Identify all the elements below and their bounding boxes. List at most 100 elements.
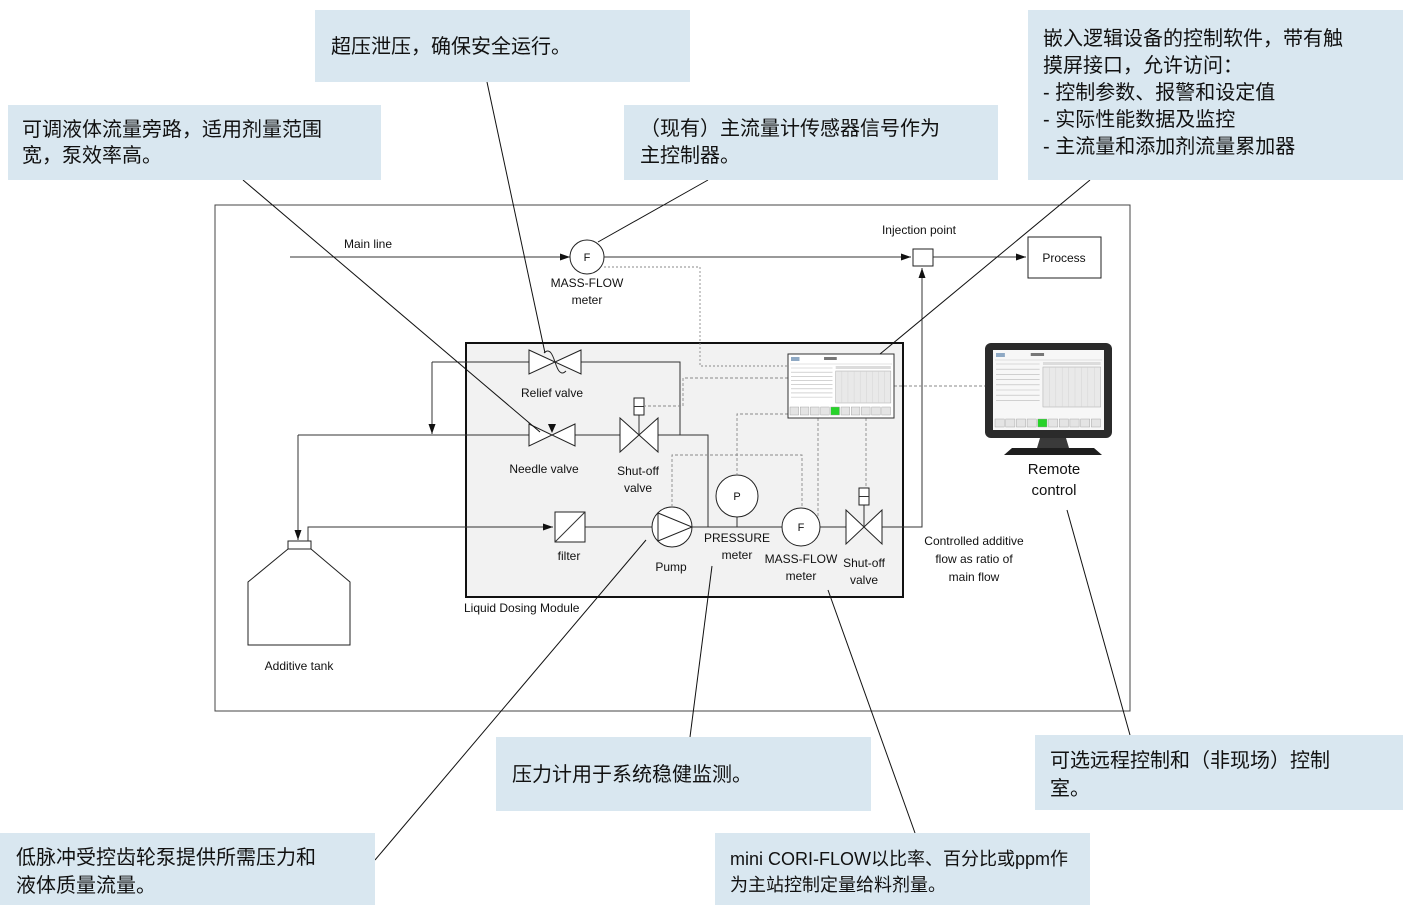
controller-screen-softkey-button [789, 406, 799, 416]
controller-screen-logo [791, 357, 800, 361]
additive-tank-neck [287, 540, 312, 550]
process-box [1027, 236, 1102, 279]
liquid-dosing-module-label: Liquid Dosing Module [464, 601, 580, 615]
pump-to-meter-signal [671, 454, 803, 508]
relief-valve-spring-icon [543, 350, 567, 374]
controller-screen-chart-title-bar [835, 366, 891, 369]
controller-screen-softkey-button [840, 406, 850, 416]
callout-line: 室。 [1050, 778, 1090, 800]
main-line-label: Main line [344, 237, 392, 251]
callout-pump: 低脉冲受控齿轮泵提供所需压力和 液体质量流量。 [0, 833, 375, 905]
remote-screen-chart-title-bar [1042, 362, 1101, 365]
additive-tank-label: Additive tank [265, 659, 335, 673]
remote-control-label: control [1031, 482, 1076, 499]
controller-touchscreen-details [789, 357, 892, 416]
shutoff-valve-1-label: valve [624, 481, 652, 495]
remote-screen-softkey-button [1058, 418, 1069, 428]
leader-relief-valve [486, 81, 546, 354]
remote-screen-softkey-button [1016, 418, 1026, 428]
process-label: Process [1042, 251, 1085, 265]
shutoff-valve-1-label: Shut-off [617, 464, 659, 478]
shutoff-valve-2-label: Shut-off [843, 556, 885, 570]
leader-main-meter [597, 179, 709, 243]
callout-list-item: - 主流量和添加剂流量累加器 [1043, 136, 1296, 158]
callout-line: 嵌入逻辑设备的控制软件，带有触 [1043, 28, 1343, 50]
remote-monitor-neck [1037, 438, 1069, 448]
callout-line: 可选远程控制和（非现场）控制 [1050, 750, 1330, 772]
callout-line: 宽，泵效率高。 [22, 145, 162, 167]
relief-bypass-pipe [432, 361, 681, 435]
leader-pressure-meter [689, 565, 713, 738]
callout-list-item: - 控制参数、报警和设定值 [1043, 82, 1276, 104]
controller-screen-softkey-button [871, 406, 881, 416]
main-mass-flow-meter-label: MASS-FLOW [551, 276, 624, 290]
module-mass-flow-meter-label: MASS-FLOW [765, 552, 838, 566]
controller-screen-softkey-button [820, 406, 830, 416]
remote-screen-title-text [1030, 353, 1045, 356]
callout-mass-flow-meter: mini CORI-FLOW以比率、百分比或ppm作 为主站控制定量给料剂量。 [715, 833, 1090, 905]
controller-to-shutoff-1-signal [644, 377, 788, 407]
callout-pressure-meter: 压力计用于系统稳健监测。 [496, 737, 871, 811]
remote-screen-softkey-button [994, 418, 1005, 428]
controller-screen-softkey-button [800, 406, 810, 416]
injection-point-box [912, 248, 934, 267]
needle-valve-label: Needle valve [509, 462, 579, 476]
pump-impeller-triangle [657, 512, 694, 542]
callout-control-software: 嵌入逻辑设备的控制软件，带有触 摸屏接口，允许访问： - 控制参数、报警和设定值… [1028, 10, 1403, 180]
callout-line: mini CORI-FLOW以比率、百分比或ppm作 [730, 849, 1069, 869]
main-mass-flow-meter-label: meter [572, 293, 603, 307]
filter-icon-diagonal [554, 511, 586, 543]
leader-remote-control [1066, 509, 1131, 736]
controller-screen-trend-chart [835, 370, 892, 404]
callout-line: 为主站控制定量给料剂量。 [730, 875, 946, 895]
remote-monitor-screen-details [994, 353, 1102, 428]
controller-screen-softkey-button [810, 406, 820, 416]
leader-mass-flow-meter [827, 589, 916, 834]
filter-label: filter [558, 549, 581, 563]
remote-control-label: Remote [1028, 461, 1081, 478]
pump-label: Pump [655, 560, 687, 574]
callout-relief-valve: 超压泄压，确保安全运行。 [315, 10, 690, 82]
controller-screen-softkey-button [851, 406, 861, 416]
remote-screen-softkey-button [1026, 418, 1037, 428]
controlled-flow-note: Controlled additive [924, 534, 1024, 548]
remote-screen-softkey-button [1091, 418, 1101, 428]
tank-outlet-pipe [307, 523, 553, 541]
callout-main-meter: （现有）主流量计传感器信号作为 主控制器。 [624, 105, 998, 180]
controller-screen-softkey-button [881, 406, 891, 416]
needle-valve-needle-icon [548, 424, 556, 433]
remote-screen-softkey-button [1069, 418, 1080, 428]
leader-pump [374, 539, 647, 861]
module-mass-flow-meter-letter: F [798, 522, 805, 534]
callout-line: 低脉冲受控齿轮泵提供所需压力和 [16, 847, 316, 869]
callout-needle-bypass: 可调液体流量旁路，适用剂量范围 宽，泵效率高。 [8, 105, 381, 180]
controlled-flow-note: flow as ratio of [935, 552, 1013, 566]
relief-valve-label: Relief valve [521, 386, 583, 400]
remote-screen-trend-chart [1042, 366, 1101, 408]
callout-line: 超压泄压，确保安全运行。 [331, 36, 571, 58]
additive-output-pipe [882, 268, 926, 528]
remote-screen-softkey-button [1048, 418, 1058, 428]
callout-remote-control: 可选远程控制和（非现场）控制 室。 [1035, 735, 1403, 810]
callout-line: （现有）主流量计传感器信号作为 [640, 118, 940, 140]
controller-screen-softkey-button [861, 406, 871, 416]
injection-point-label: Injection point [882, 223, 957, 237]
needle-valve-icon [528, 423, 576, 447]
callout-list-item: - 实际性能数据及监控 [1043, 109, 1236, 131]
remote-monitor-base [1004, 448, 1102, 455]
remote-screen-softkey-active [1037, 418, 1048, 428]
callout-line: 压力计用于系统稳健监测。 [512, 764, 752, 786]
main-mass-flow-meter-letter: F [584, 252, 591, 264]
shutoff-valve-2-label: valve [850, 573, 878, 587]
callout-line: 液体质量流量。 [16, 875, 156, 897]
additive-tank-icon [247, 548, 351, 646]
module-mass-flow-meter-label: meter [786, 569, 817, 583]
controller-screen-title-text [824, 357, 837, 360]
callout-line: 可调液体流量旁路，适用剂量范围 [22, 119, 322, 141]
controller-screen-softkey-active [830, 406, 840, 416]
controlled-flow-note: main flow [949, 570, 1000, 584]
pressure-meter-label: PRESSURE [704, 531, 770, 545]
remote-screen-logo [996, 353, 1005, 357]
remote-screen-softkey-button [1080, 418, 1090, 428]
